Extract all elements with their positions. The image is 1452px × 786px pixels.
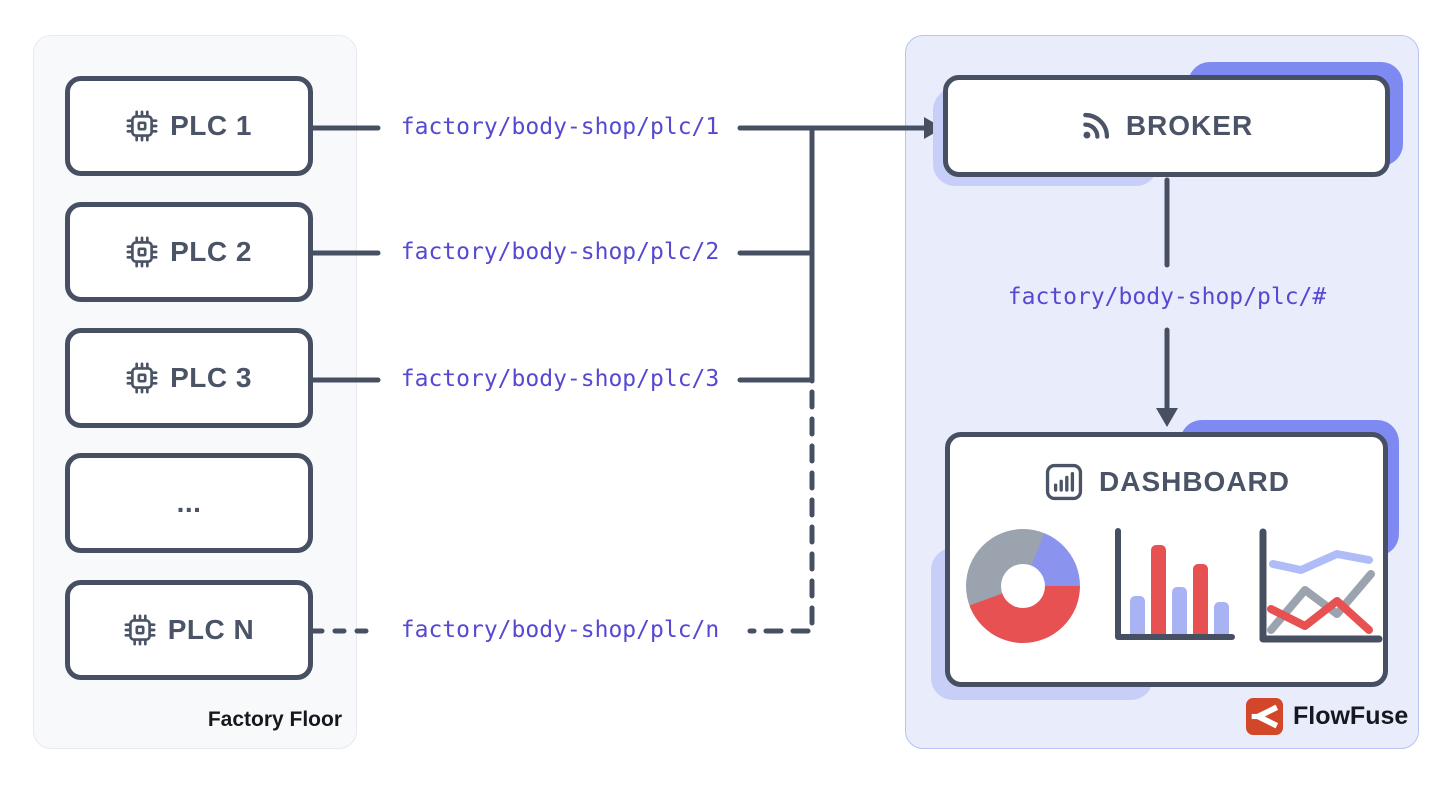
dashboard-label: DASHBOARD (1099, 466, 1290, 497)
chip-icon (126, 362, 158, 394)
factory-floor-label: Factory Floor (207, 708, 342, 731)
plc-1-node: PLC 1 (65, 76, 313, 176)
topic-wildcard-subscription: factory/body-shop/plc/# (1007, 284, 1327, 310)
bar-chart-graphic (1115, 528, 1235, 640)
dashboard-header: DASHBOARD (950, 461, 1383, 503)
brand-name: FlowFuse (1293, 702, 1409, 730)
plc-n-node: PLC N (65, 580, 313, 680)
dashboard-node: DASHBOARD (945, 432, 1388, 687)
plc-3-node: PLC 3 (65, 328, 313, 428)
topic-plc-3: factory/body-shop/plc/3 (400, 366, 720, 392)
plc-node-label: PLC N (167, 614, 255, 645)
plc-ellipsis-node: ... (65, 453, 313, 553)
topic-plc-2: factory/body-shop/plc/2 (400, 239, 720, 265)
topic-plc-1: factory/body-shop/plc/1 (400, 114, 720, 140)
line-chart-graphic (1259, 528, 1383, 643)
chip-icon (126, 236, 158, 268)
ellipsis-label: ... (176, 487, 202, 518)
chip-icon (124, 614, 156, 646)
plc-2-node: PLC 2 (65, 202, 313, 302)
donut-chart-icon (966, 529, 1080, 643)
chip-icon (126, 110, 158, 142)
bus-line-dashed (747, 389, 815, 634)
topic-plc-n: factory/body-shop/plc/n (400, 617, 720, 643)
plc-node-label: PLC 3 (170, 362, 252, 393)
brand-lockup: FlowFuse (1246, 698, 1408, 735)
plc-node-label: PLC 2 (170, 236, 252, 267)
donut-hole (1001, 564, 1045, 608)
bar-chart-icon (1045, 463, 1083, 501)
broker-node: BROKER (943, 75, 1390, 177)
plc-node-label: PLC 1 (170, 110, 252, 141)
broker-label: BROKER (1125, 110, 1254, 141)
flowfuse-logo (1246, 698, 1283, 735)
rss-broadcast-icon (1083, 112, 1109, 139)
